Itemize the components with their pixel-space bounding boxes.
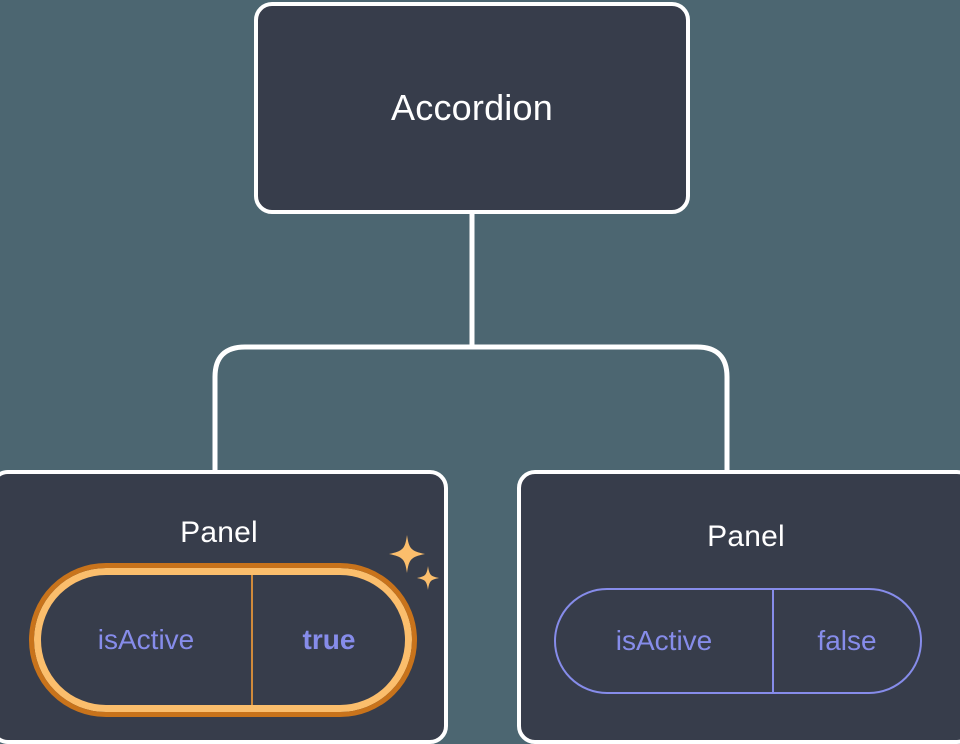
prop-pill-left-body[interactable]: isActive true bbox=[29, 563, 417, 717]
prop-pill-right-body[interactable]: isActive false bbox=[554, 588, 922, 694]
node-accordion-label: Accordion bbox=[391, 87, 553, 128]
node-accordion[interactable]: Accordion bbox=[254, 2, 690, 214]
prop-pill-panel-left[interactable]: isActive true bbox=[29, 563, 417, 717]
node-panel-left-label: Panel bbox=[180, 516, 258, 549]
prop-pill-right-value: false bbox=[817, 625, 877, 656]
prop-pill-left-value: true bbox=[302, 624, 356, 655]
node-panel-right-label: Panel bbox=[707, 520, 785, 553]
prop-pill-panel-right[interactable]: isActive false bbox=[554, 588, 922, 694]
prop-pill-left-key: isActive bbox=[41, 575, 253, 705]
edge-accordion-to-panel-left bbox=[212, 344, 472, 470]
prop-pill-right-key: isActive bbox=[556, 590, 774, 692]
edge-accordion-to-panel-right bbox=[472, 344, 730, 470]
